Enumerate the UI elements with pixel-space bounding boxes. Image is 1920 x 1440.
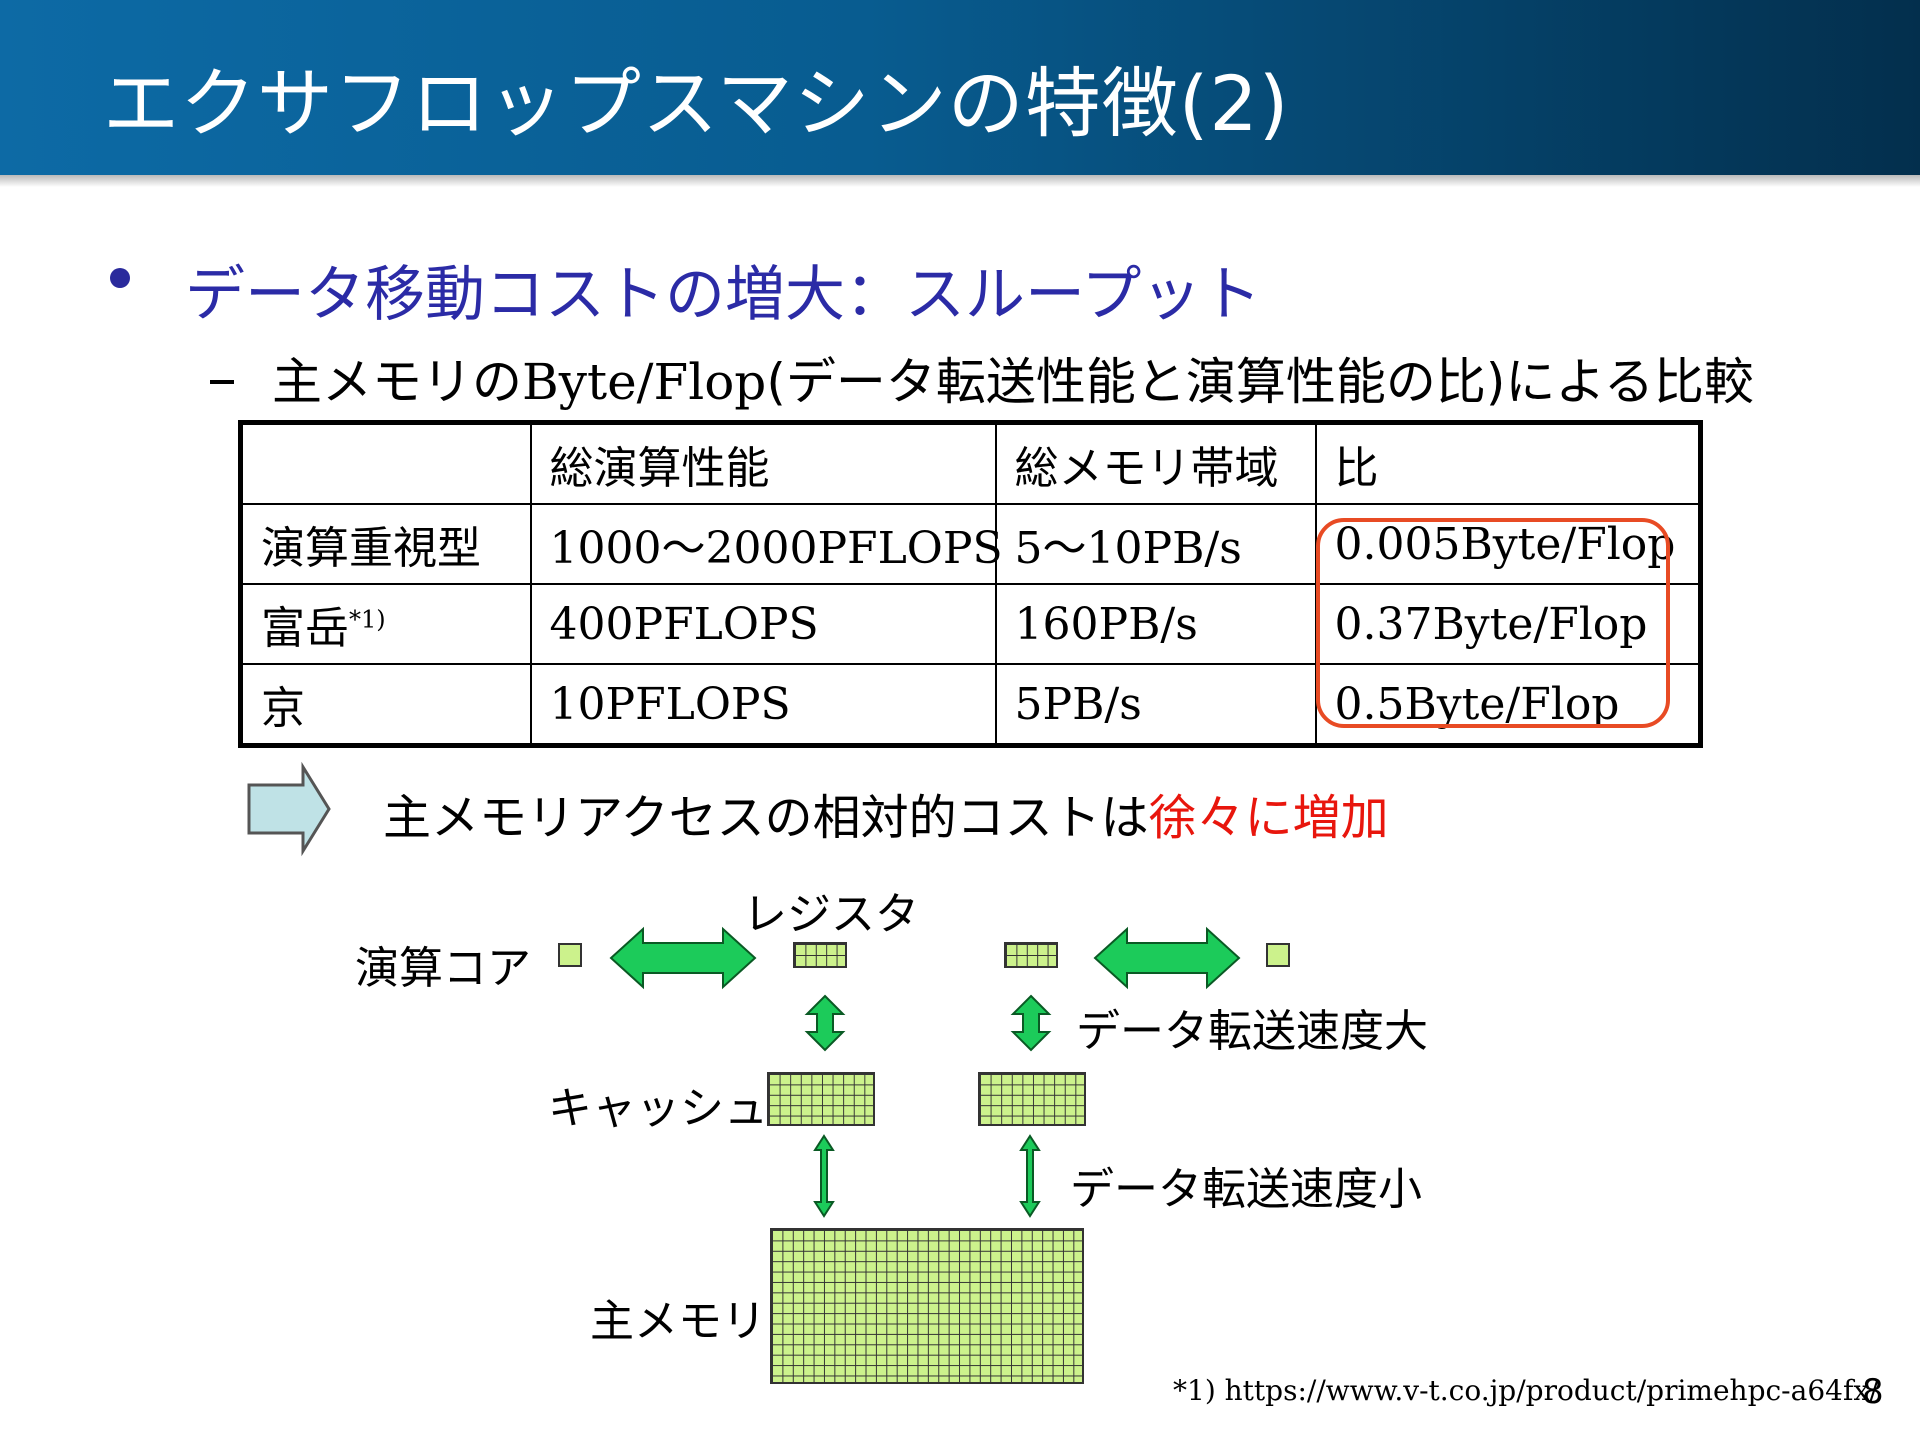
- row-name-cell: 富岳*1): [239, 583, 532, 665]
- sub-byteflop: Byte/Flop: [522, 353, 767, 411]
- table-row: 富岳*1) 400PFLOPS 160PB/s 0.37Byte/Flop: [239, 583, 1702, 665]
- conclusion-highlight: 徐々に増加: [1148, 790, 1389, 846]
- table-row: 京 10PFLOPS 5PB/s 0.5Byte/Flop: [239, 663, 1702, 747]
- main-memory-block: [770, 1228, 1084, 1384]
- core-label: 演算コア: [355, 943, 531, 994]
- ratio-cell: 0.37Byte/Flop: [1314, 583, 1702, 665]
- sub-suffix: (データ転送性能と演算性能の比)による比較: [766, 353, 1754, 411]
- memory-label: 主メモリ: [590, 1296, 766, 1347]
- right-arrow-icon: [247, 761, 331, 857]
- cache-label: キャッシュ: [548, 1083, 768, 1134]
- cache-memory-arrow-left-icon: [813, 1134, 835, 1218]
- comparison-table: 総演算性能 総メモリ帯域 比 演算重視型 1000～2000PFLOPS 5～1…: [238, 420, 1703, 748]
- header-cell: 総演算性能: [529, 421, 997, 505]
- register-label: レジスタ: [743, 889, 919, 940]
- row-name: 富岳: [261, 603, 349, 654]
- fast-transfer-label: データ転送速度大: [1076, 1006, 1428, 1057]
- register-left: [793, 942, 847, 968]
- sub-bullet-text: 主メモリのByte/Flop(データ転送性能と演算性能の比)による比較: [272, 342, 1754, 414]
- core-register-arrow-right-icon: [1093, 926, 1241, 990]
- compute-cell: 1000～2000PFLOPS: [529, 503, 1003, 585]
- compute-core-right: [1266, 943, 1290, 967]
- sub-bullet-dash: [210, 380, 234, 384]
- core-register-arrow-left-icon: [609, 926, 757, 990]
- row-name-cell: 京: [239, 663, 532, 747]
- cache-right: [978, 1072, 1086, 1126]
- bandwidth-cell: 5～10PB/s: [994, 503, 1317, 585]
- bandwidth-cell: 160PB/s: [994, 583, 1317, 665]
- table-header-row: 総演算性能 総メモリ帯域 比: [239, 421, 1702, 505]
- conclusion-prefix: 主メモリアクセスの相対的コストは: [383, 790, 1149, 846]
- header-cell: [239, 421, 532, 505]
- footnote-mark: *1): [349, 605, 386, 634]
- slide-title: エクサフロップスマシンの特徴(2): [103, 59, 1290, 148]
- compute-cell: 400PFLOPS: [529, 583, 997, 665]
- header-cell: 比: [1314, 421, 1702, 505]
- header-cell: 総メモリ帯域: [994, 421, 1317, 505]
- compute-core-left: [558, 943, 582, 967]
- slow-transfer-label: データ転送速度小: [1070, 1164, 1422, 1215]
- register-cache-arrow-right-icon: [1010, 994, 1052, 1052]
- title-bar: [0, 0, 1920, 175]
- title-bar-shadow: [0, 175, 1920, 187]
- ratio-highlight-circle: [1316, 518, 1670, 728]
- sub-prefix: 主メモリの: [272, 353, 522, 411]
- row-name-cell: 演算重視型: [239, 503, 532, 585]
- bullet-dot: [110, 268, 130, 288]
- register-right: [1004, 942, 1058, 968]
- compute-cell: 10PFLOPS: [529, 663, 997, 747]
- conclusion-text: 主メモリアクセスの相対的コストは徐々に増加: [383, 778, 1389, 848]
- bandwidth-cell: 5PB/s: [994, 663, 1317, 747]
- cache-memory-arrow-right-icon: [1019, 1134, 1041, 1218]
- ratio-cell: 0.005Byte/Flop: [1314, 503, 1702, 585]
- table-row: 演算重視型 1000～2000PFLOPS 5～10PB/s 0.005Byte…: [239, 503, 1702, 585]
- bullet-text: データ移動コストの増大：スループット: [185, 260, 1262, 330]
- register-cache-arrow-left-icon: [804, 994, 846, 1052]
- cache-left: [767, 1072, 875, 1126]
- footnote: *1) https://www.v-t.co.jp/product/primeh…: [1173, 1374, 1879, 1407]
- page-number: 8: [1862, 1372, 1884, 1412]
- ratio-cell: 0.5Byte/Flop: [1314, 663, 1702, 747]
- row-name: 京: [261, 683, 305, 734]
- row-name: 演算重視型: [261, 523, 481, 574]
